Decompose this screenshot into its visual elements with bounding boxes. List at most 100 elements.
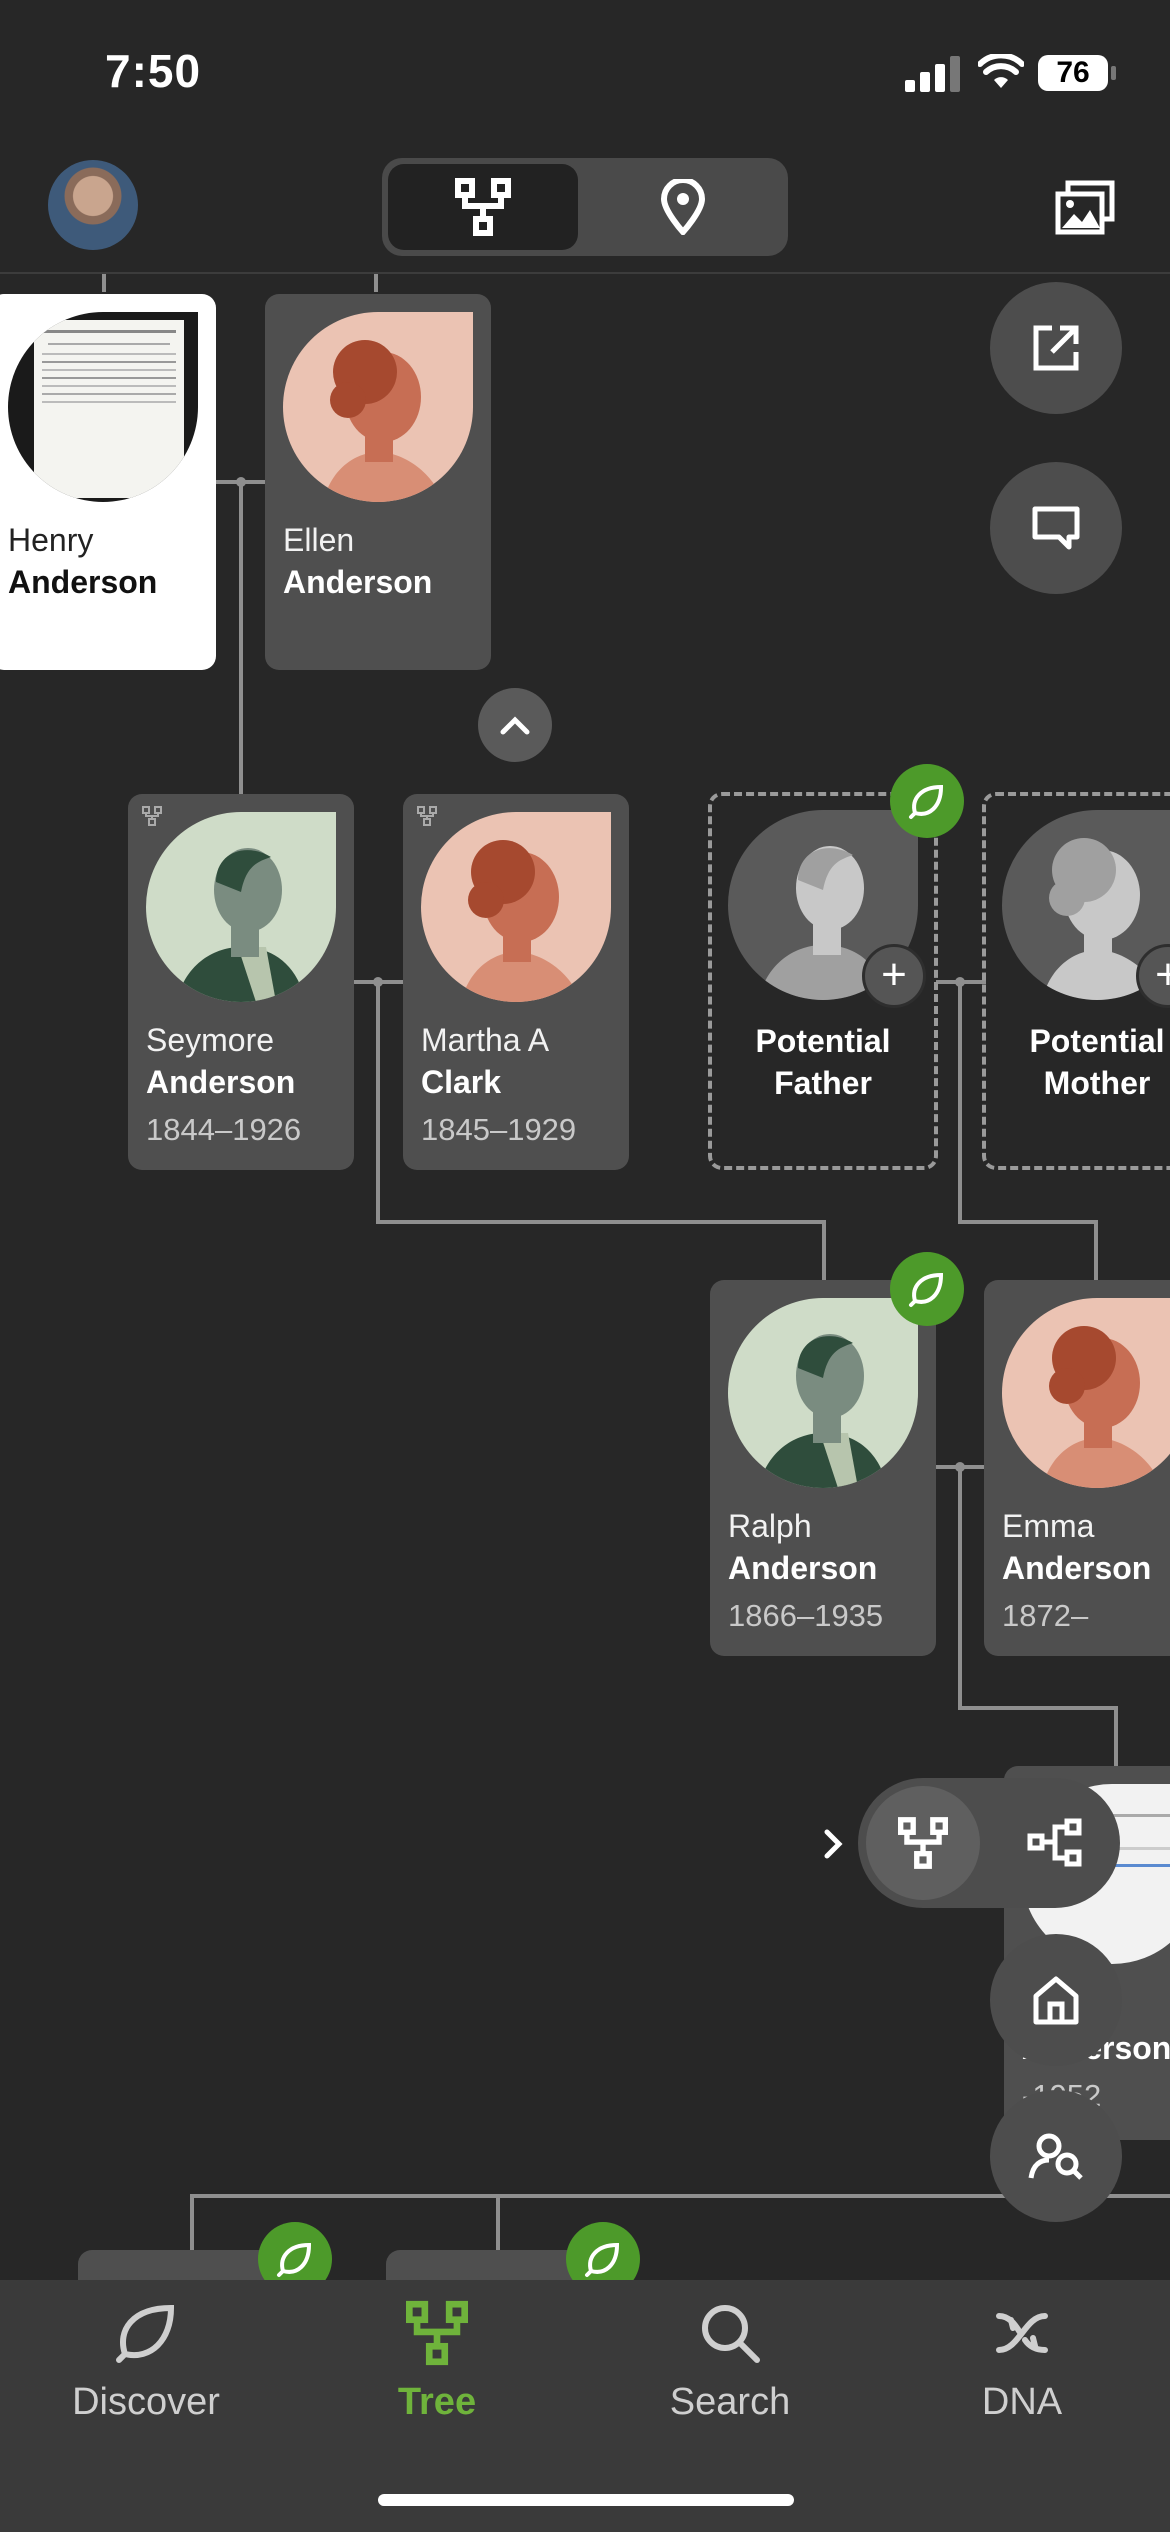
connector-dot — [955, 977, 965, 987]
nav-label: Search — [669, 2381, 791, 2423]
first-name: Martha A — [421, 1022, 550, 1058]
potential-mother-card[interactable]: + Potential Mother — [982, 792, 1170, 1170]
connector-line — [239, 484, 243, 794]
connector-line — [1094, 1220, 1098, 1280]
nav-label: Tree — [397, 2381, 477, 2423]
battery-indicator: 76 — [1038, 55, 1116, 91]
user-avatar[interactable] — [48, 160, 138, 250]
add-parent-icon[interactable]: + — [862, 944, 926, 1008]
person-card-martha[interactable]: Martha A Clark 1845–1929 — [403, 794, 629, 1170]
female-avatar-icon — [283, 312, 473, 502]
potential-father-card[interactable]: + Potential Father — [708, 792, 938, 1170]
last-name: Anderson — [146, 1064, 296, 1100]
connector-line — [822, 1220, 826, 1280]
connector-dot — [955, 1462, 965, 1472]
leaf-icon — [277, 2242, 312, 2277]
last-name: Anderson — [283, 564, 433, 600]
connector-line — [1114, 1706, 1118, 1766]
connector-line — [496, 2194, 500, 2254]
connector-line — [376, 984, 380, 1224]
last-name: Anderson — [8, 564, 158, 600]
comments-button[interactable] — [990, 462, 1122, 594]
nav-dna[interactable]: DNA — [922, 2300, 1122, 2424]
nav-tree[interactable]: Tree — [337, 2300, 537, 2424]
search-icon — [702, 2305, 760, 2363]
connector-line — [190, 2194, 194, 2254]
leaf-icon — [909, 1272, 944, 1307]
gallery-icon[interactable] — [1054, 180, 1116, 236]
male-avatar-icon — [728, 1298, 918, 1488]
leaf-icon — [909, 784, 944, 819]
share-icon — [1033, 325, 1079, 371]
connector-line — [374, 274, 378, 292]
person-card-ralph[interactable]: Ralph Anderson 1866–1935 — [710, 1280, 936, 1656]
life-dates: 1872– — [1002, 1598, 1089, 1633]
collapse-button[interactable] — [478, 688, 552, 762]
home-icon — [1033, 1976, 1079, 2025]
family-tree-icon — [455, 178, 511, 236]
nav-label: DNA — [981, 2381, 1063, 2423]
nav-search[interactable]: Search — [630, 2300, 830, 2424]
horizontal-tree-layout-button[interactable] — [998, 1786, 1112, 1900]
connector-dot — [236, 477, 246, 487]
last-name: Anderson — [1002, 1550, 1152, 1586]
bottom-navigation: Discover Tree Search DNA — [0, 2280, 1170, 2532]
location-pin-icon — [660, 179, 706, 235]
connector-line — [958, 984, 962, 1224]
expand-chevron-icon[interactable] — [822, 1828, 846, 1860]
map-view-tab[interactable] — [588, 164, 778, 250]
vertical-tree-layout-button[interactable] — [866, 1786, 980, 1900]
home-indicator — [378, 2494, 794, 2506]
first-name: Seymore — [146, 1022, 275, 1058]
pedigree-icon — [1027, 1818, 1082, 1867]
tree-indicator-icon — [417, 806, 437, 826]
tree-icon — [406, 2300, 468, 2366]
nav-discover[interactable]: Discover — [46, 2300, 246, 2424]
life-dates: 1844–1926 — [146, 1112, 302, 1147]
connector-line — [958, 1469, 962, 1709]
share-button[interactable] — [990, 282, 1122, 414]
female-avatar-icon — [421, 812, 611, 1002]
potential-label-line2: Mother — [1043, 1065, 1151, 1101]
life-dates: 1866–1935 — [728, 1598, 884, 1633]
connector-line — [958, 1706, 1118, 1710]
last-name: Clark — [421, 1064, 502, 1100]
person-card-henry[interactable]: Henry Anderson — [0, 294, 216, 670]
person-search-icon — [1028, 2133, 1083, 2180]
tree-view-tab[interactable] — [388, 164, 578, 250]
first-name: Ellen — [283, 522, 355, 558]
header-divider — [0, 272, 1170, 274]
family-tree-icon — [898, 1817, 948, 1869]
nav-label: Discover — [72, 2381, 220, 2423]
layout-toggle — [858, 1778, 1120, 1908]
potential-label-line2: Father — [774, 1065, 872, 1101]
dna-icon — [996, 2313, 1048, 2353]
connector-line — [376, 1220, 826, 1224]
male-avatar-icon — [146, 812, 336, 1002]
connector-line — [958, 1220, 1098, 1224]
tree-indicator-icon — [142, 806, 162, 826]
hint-leaf-badge[interactable] — [890, 764, 964, 838]
view-segmented-control — [382, 158, 788, 256]
first-name: Ralph — [728, 1508, 812, 1544]
connector-line — [102, 274, 106, 292]
potential-label-line1: Potential — [755, 1023, 891, 1059]
first-name: Emma — [1002, 1508, 1095, 1544]
find-person-button[interactable] — [990, 2090, 1122, 2222]
comment-icon — [1032, 506, 1080, 550]
person-card-seymore[interactable]: Seymore Anderson 1844–1926 — [128, 794, 354, 1170]
home-person-button[interactable] — [990, 1934, 1122, 2066]
hint-leaf-badge[interactable] — [890, 1252, 964, 1326]
signal-icon — [905, 56, 960, 92]
life-dates: 1845–1929 — [421, 1112, 577, 1147]
wifi-icon — [978, 54, 1024, 88]
last-name: Anderson — [728, 1550, 878, 1586]
leaf-icon — [116, 2304, 175, 2363]
connector-dot — [373, 977, 383, 987]
connector-line — [190, 2194, 1170, 2198]
person-card-emma[interactable]: Emma Anderson 1872– — [984, 1280, 1170, 1656]
person-card-ellen[interactable]: Ellen Anderson — [265, 294, 491, 670]
potential-label-line1: Potential — [1029, 1023, 1165, 1059]
status-time: 7:50 — [105, 45, 202, 97]
first-name: Henry — [8, 522, 94, 558]
